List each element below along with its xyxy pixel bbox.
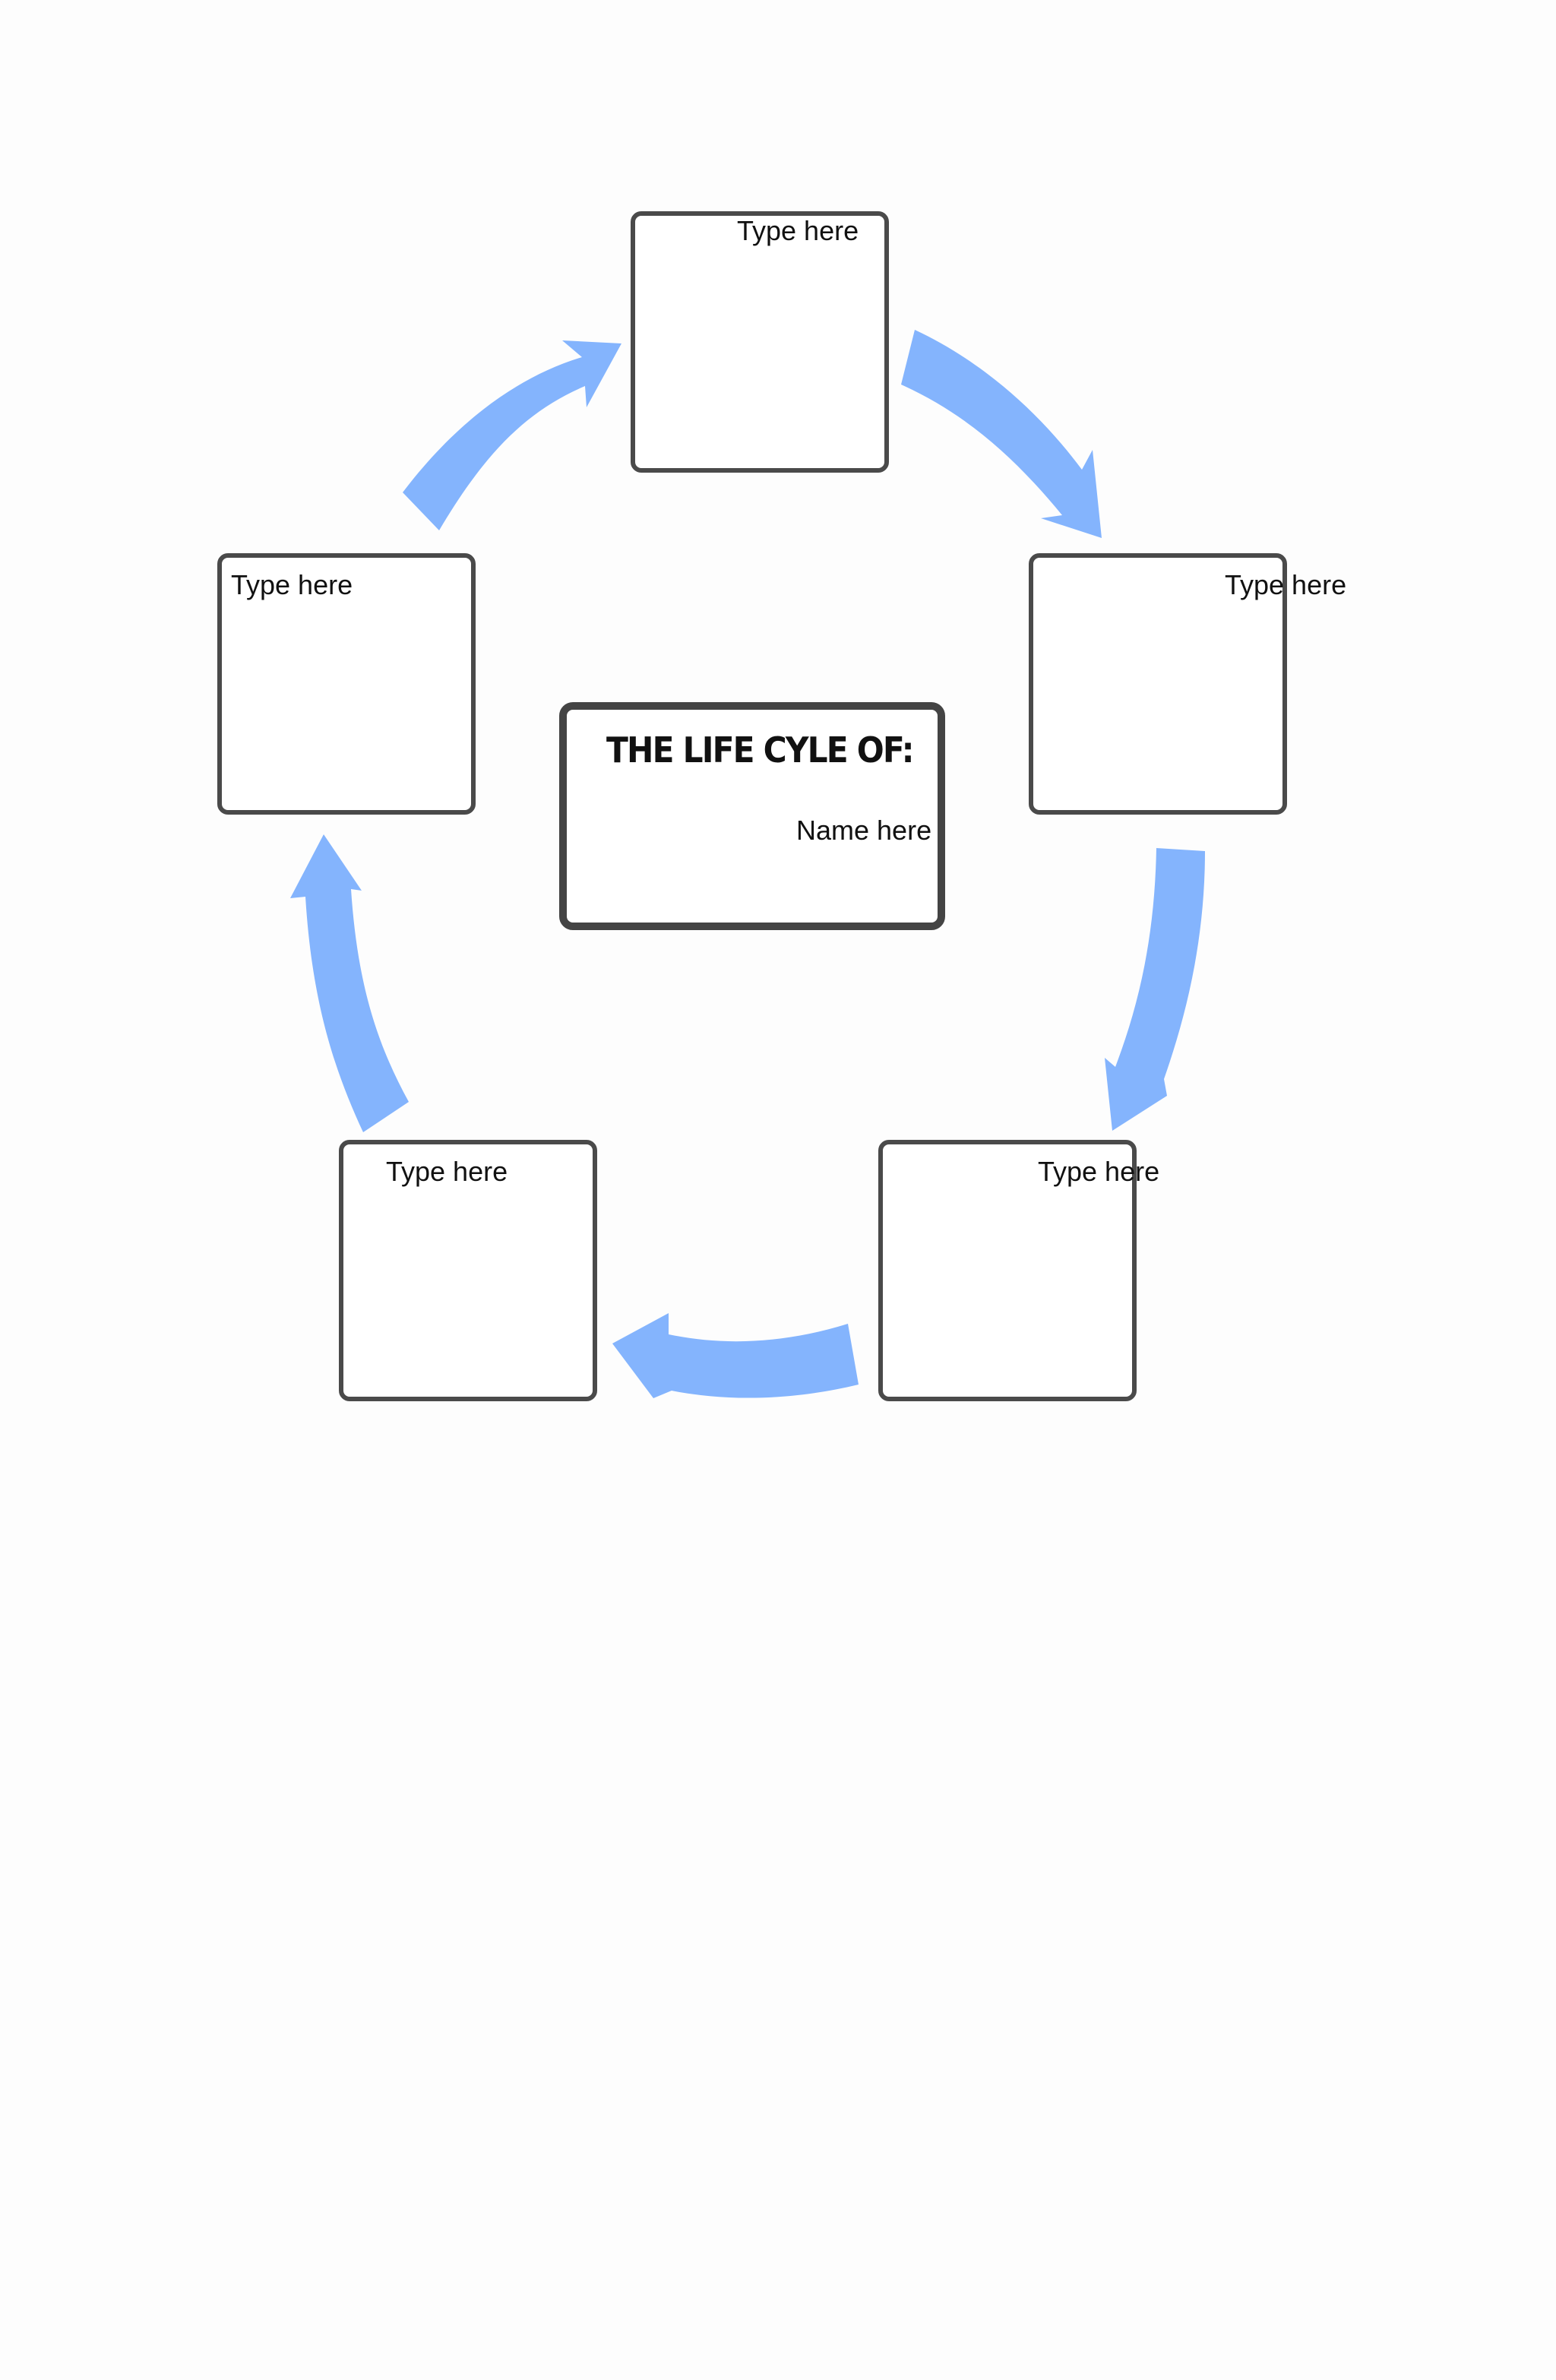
stage-label-top[interactable]: Type here <box>737 215 859 246</box>
stage-label-bottom-left[interactable]: Type here <box>386 1156 508 1187</box>
curved-arrow-icon <box>403 340 621 530</box>
stage-box-right[interactable] <box>1029 553 1287 815</box>
stage-box-bottom-right[interactable] <box>878 1140 1137 1401</box>
stage-label-left[interactable]: Type here <box>231 569 353 600</box>
curved-arrow-icon <box>1105 848 1205 1131</box>
stage-box-top[interactable] <box>631 211 889 473</box>
title-box <box>559 702 945 930</box>
curved-arrow-icon <box>612 1313 859 1398</box>
stage-label-right[interactable]: Type here <box>1225 569 1347 600</box>
life-cycle-title: THE LIFE CYLE OF: <box>606 730 915 771</box>
stage-box-bottom-left[interactable] <box>339 1140 597 1401</box>
stage-label-bottom-right[interactable]: Type here <box>1038 1156 1160 1187</box>
stage-box-left[interactable] <box>217 553 476 815</box>
curved-arrow-icon <box>901 330 1102 538</box>
curved-arrow-icon <box>290 834 409 1132</box>
name-field[interactable]: Name here <box>796 815 932 846</box>
